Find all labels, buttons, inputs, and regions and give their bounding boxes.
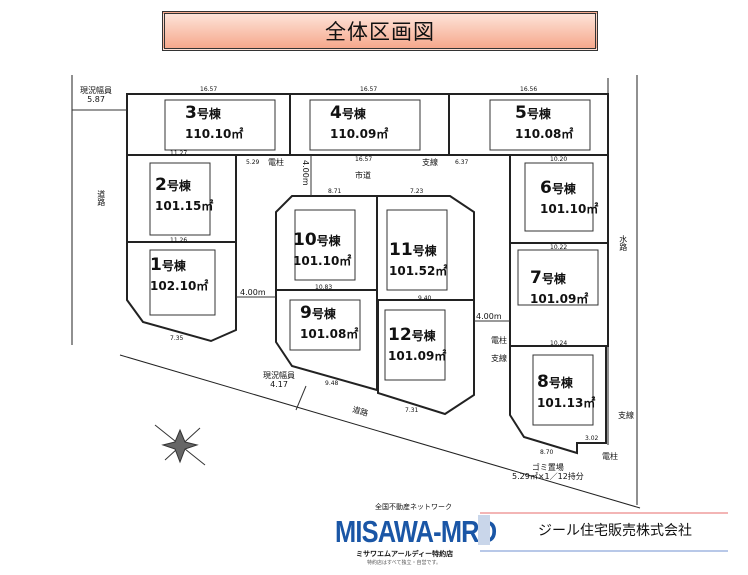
- dim: 16.56: [520, 86, 538, 93]
- pole-label-3: 電柱: [602, 452, 618, 461]
- brand-logo: MISAWA-MRD: [335, 514, 497, 549]
- lane-width-2: 4.00m: [240, 288, 266, 297]
- support-label-2: 支線: [491, 354, 507, 363]
- dim: 16.57: [360, 86, 378, 93]
- dim: 10.24: [550, 340, 568, 347]
- lot-1: [126, 241, 237, 343]
- dim: 11.26: [170, 237, 188, 244]
- compass-icon: [154, 424, 206, 466]
- road-left-label: 道路: [96, 190, 106, 206]
- dim: 10.22: [550, 244, 568, 251]
- dim: 8.70: [540, 449, 554, 456]
- page-title: 全体区画図: [162, 11, 598, 51]
- lot-8: [509, 345, 607, 455]
- city-road-label: 市道: [355, 171, 371, 180]
- dim: 6.37: [455, 159, 469, 166]
- dim: 7.31: [405, 407, 419, 414]
- support-label: 支線: [422, 158, 438, 167]
- lot-9: [275, 289, 378, 392]
- dim: 9.40: [418, 295, 432, 302]
- company-banner: [480, 512, 728, 552]
- company-name: ジール住宅販売株式会社: [538, 523, 692, 539]
- building-icon: [478, 515, 490, 545]
- lot-11: [376, 195, 475, 301]
- pole-label-2: 電柱: [491, 336, 507, 345]
- dim: 7.35: [170, 335, 184, 342]
- dim: 8.71: [328, 188, 342, 195]
- store-note: 特約店はすべて独立・自営です。: [367, 560, 441, 566]
- pole-label: 電柱: [268, 158, 284, 167]
- dim: 16.57: [200, 86, 218, 93]
- road-edge-bottom: [119, 354, 641, 509]
- support-label-3: 支線: [618, 411, 634, 420]
- lane-width-1: 4.00m: [300, 160, 310, 186]
- lane-width-3: 4.00m: [476, 312, 502, 321]
- lot-12: [377, 299, 475, 416]
- network-label: 全国不動産ネットワーク: [375, 503, 452, 511]
- dim: 11.27: [170, 150, 188, 157]
- dim: 5.29: [246, 159, 260, 166]
- dim: 7.23: [410, 188, 424, 195]
- lot-7: [509, 242, 609, 347]
- dim: 9.48: [325, 380, 339, 387]
- dim: 10.83: [315, 284, 333, 291]
- dim: 16.57: [355, 156, 373, 163]
- store-label: ミサワエムアールディー特約店: [356, 550, 454, 558]
- dim: 10.20: [550, 156, 568, 163]
- waterway-label: 水路: [618, 235, 628, 251]
- dim: 3.02: [585, 435, 599, 442]
